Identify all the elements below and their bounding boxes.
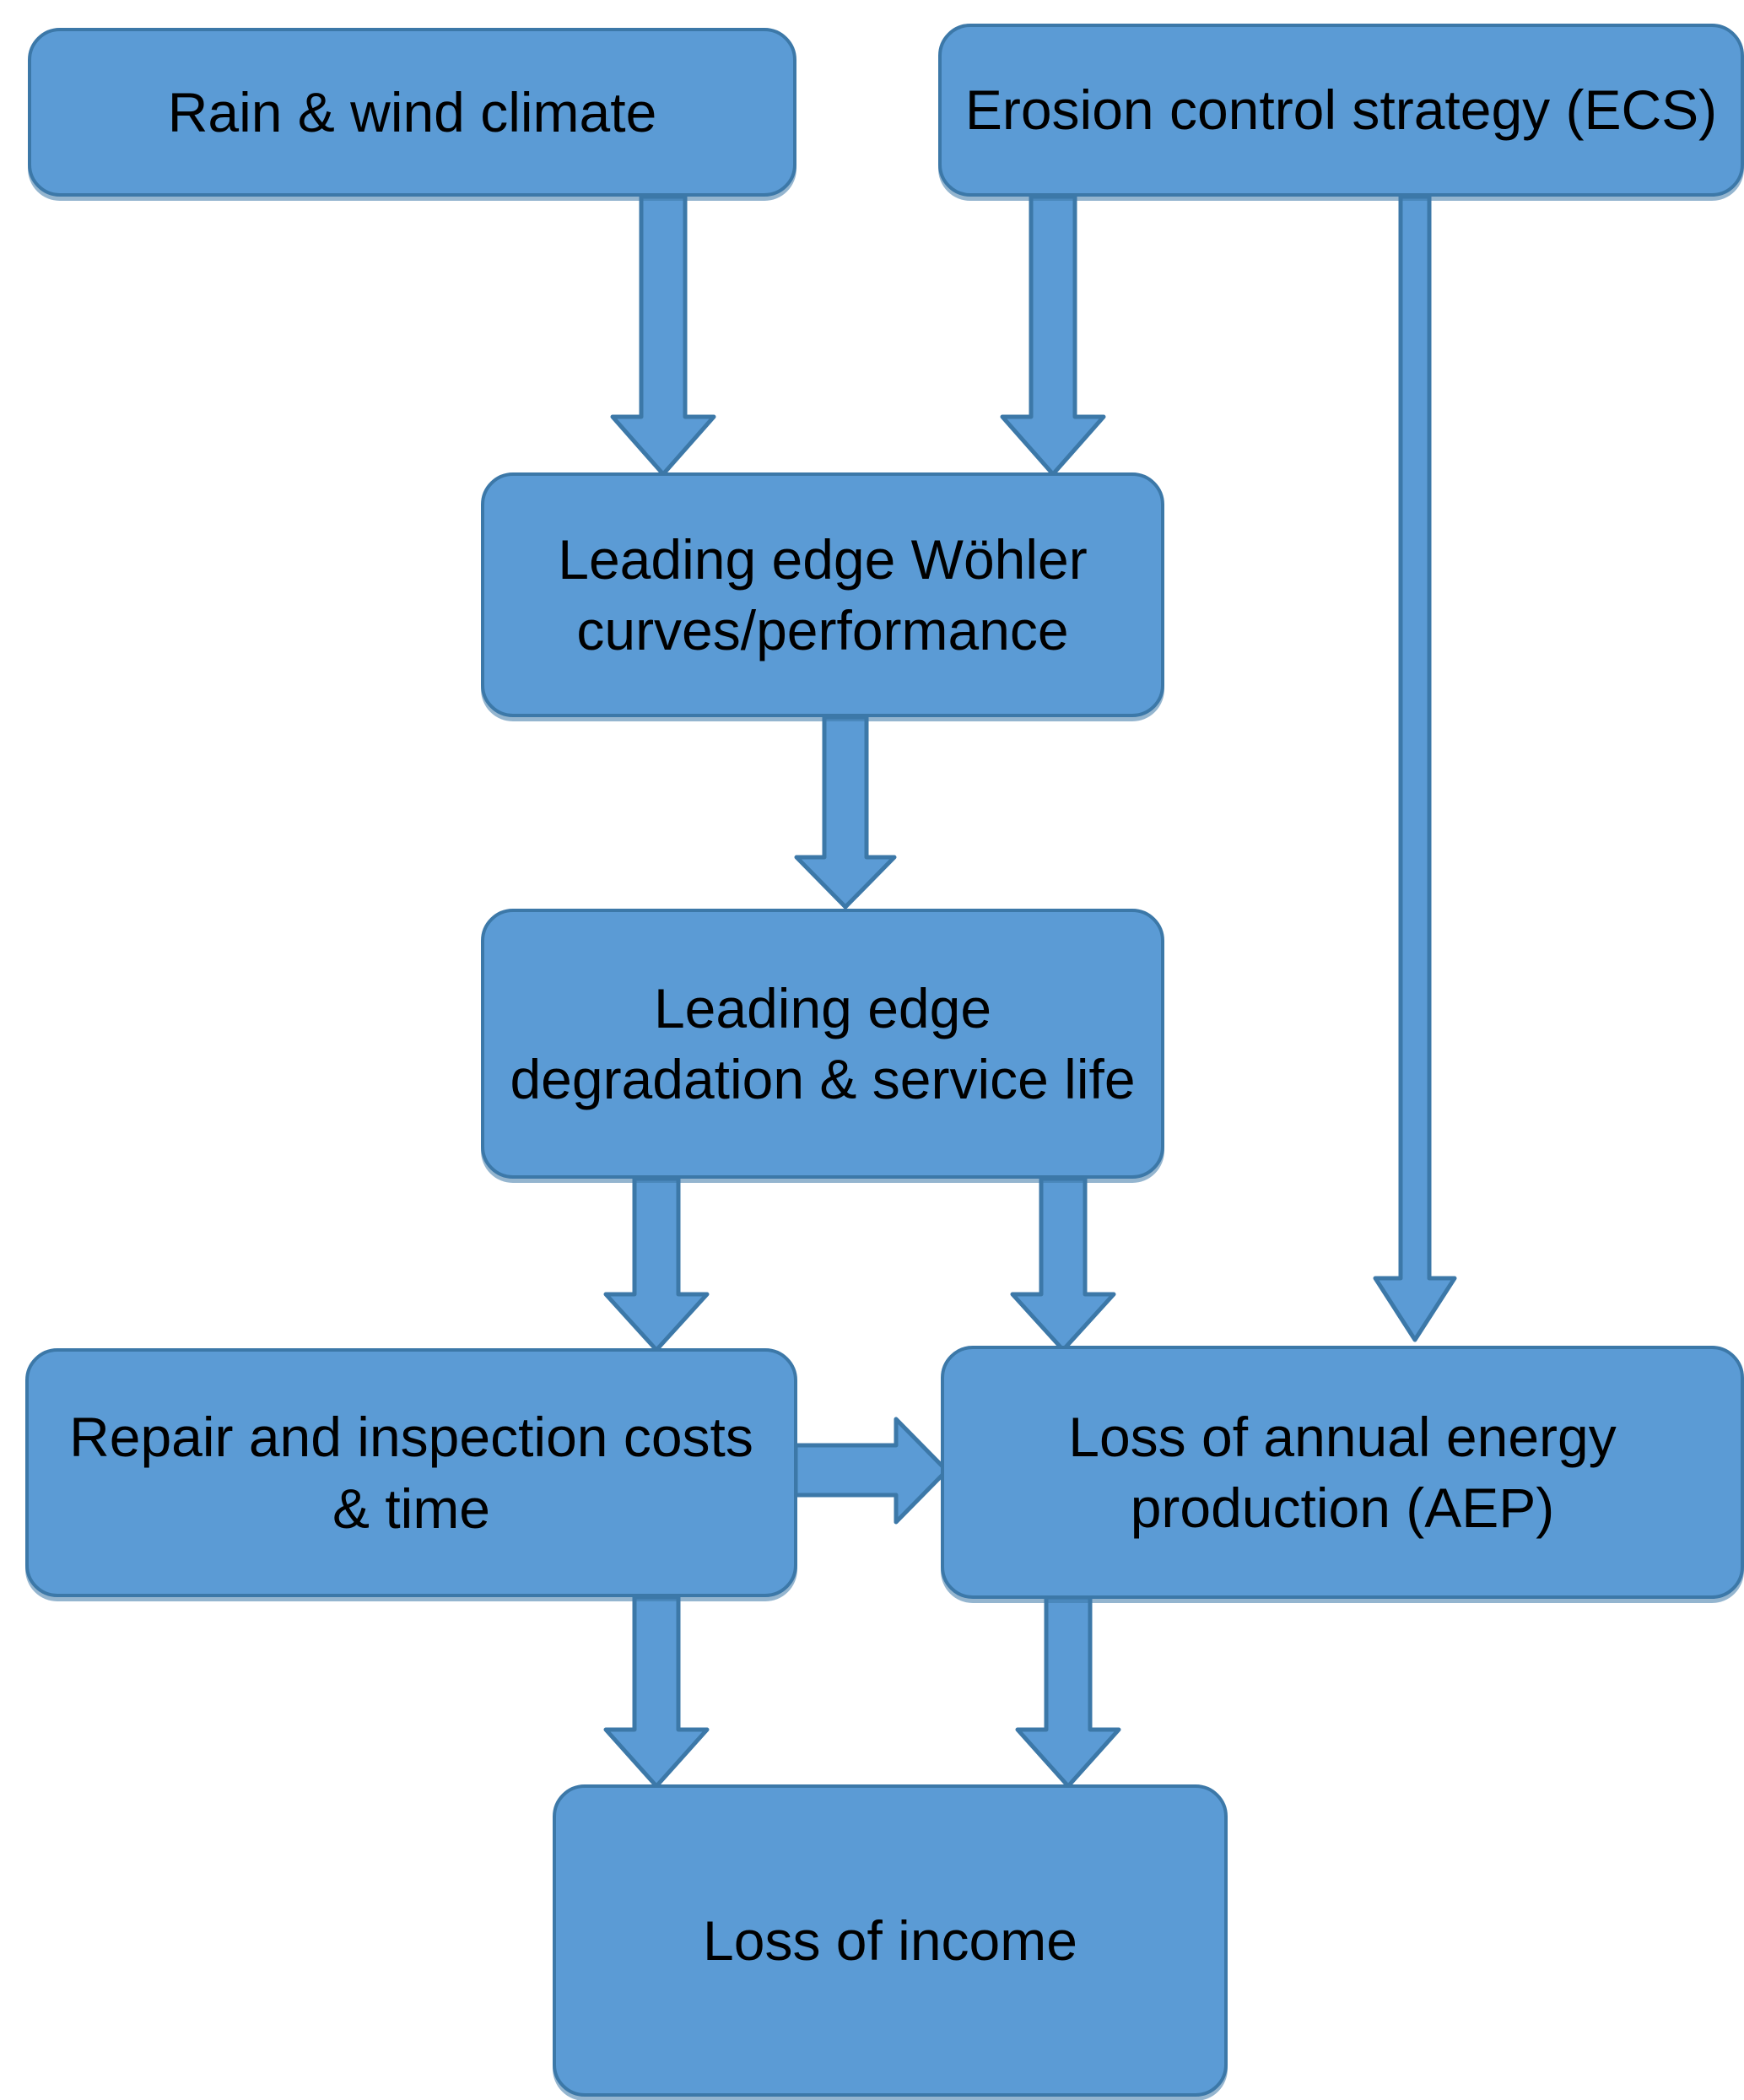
node-loss-of-income[interactable]: Loss of income bbox=[553, 1784, 1228, 2097]
node-erosion-control-strategy[interactable]: Erosion control strategy (ECS) bbox=[938, 24, 1744, 197]
node-leading-edge-wohler-curves[interactable]: Leading edge Wöhler curves/performance bbox=[481, 472, 1164, 717]
edge-ecs-to-wohler bbox=[1000, 194, 1106, 477]
node-label: Loss of annual energy production (AEP) bbox=[1068, 1405, 1617, 1539]
edge-degradation-to-repair bbox=[603, 1176, 710, 1352]
edge-degradation-to-aep bbox=[1010, 1176, 1116, 1352]
node-leading-edge-degradation[interactable]: Leading edge degradation & service life bbox=[481, 909, 1164, 1179]
edge-repair-to-aep bbox=[793, 1417, 949, 1525]
edge-aep-to-income bbox=[1015, 1595, 1121, 1789]
edge-wohler-to-degradation bbox=[794, 715, 897, 910]
edge-rain-to-wohler bbox=[610, 194, 716, 477]
node-label: Leading edge Wöhler curves/performance bbox=[558, 527, 1088, 661]
edge-repair-to-income bbox=[603, 1595, 710, 1789]
node-label: Repair and inspection costs & time bbox=[69, 1406, 753, 1540]
node-repair-inspection-costs[interactable]: Repair and inspection costs & time bbox=[25, 1348, 797, 1597]
node-label: Leading edge degradation & service life bbox=[510, 976, 1136, 1110]
node-rain-wind-climate[interactable]: Rain & wind climate bbox=[28, 28, 796, 197]
node-loss-of-aep[interactable]: Loss of annual energy production (AEP) bbox=[941, 1346, 1744, 1599]
node-label: Erosion control strategy (ECS) bbox=[964, 78, 1718, 142]
edge-ecs-to-aep bbox=[1373, 194, 1457, 1342]
node-label: Loss of income bbox=[703, 1908, 1077, 1972]
node-label: Rain & wind climate bbox=[167, 80, 657, 143]
